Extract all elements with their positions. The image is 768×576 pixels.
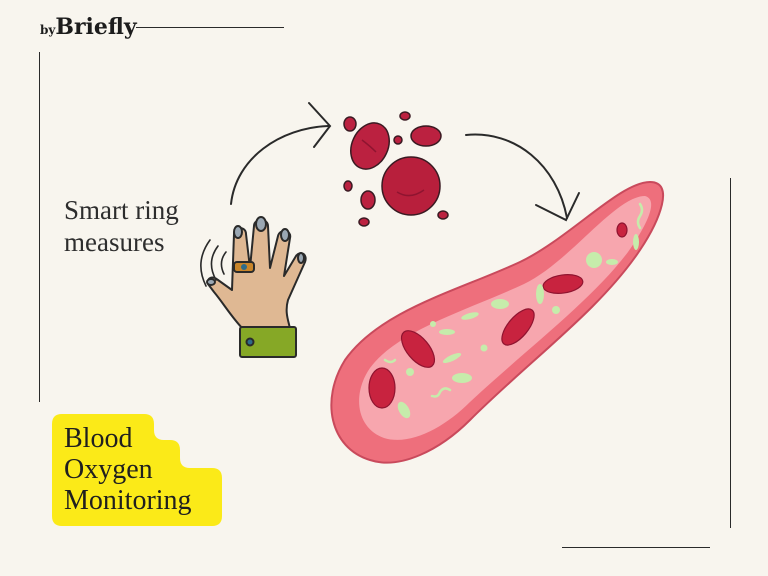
title-line-3: Monitoring (64, 485, 192, 516)
title-highlight (52, 414, 222, 526)
right-rule (730, 178, 731, 528)
blood-vessel-icon (330, 180, 665, 464)
curved-arrow-down-icon (465, 133, 580, 222)
left-rule (39, 52, 40, 402)
curved-arrow-icon (230, 102, 332, 205)
caption-line-1: Smart ring (64, 195, 179, 225)
page-title: Blood Oxygen Monitoring (64, 423, 192, 516)
top-rule (136, 27, 284, 28)
title-line-2: Oxygen (64, 454, 153, 485)
title-line-1: Blood (64, 423, 133, 454)
hand-with-ring-icon (206, 216, 307, 358)
brand-logo: byBriefly (40, 14, 137, 40)
brand-prefix: by (40, 23, 56, 37)
red-blood-cells-icon (343, 111, 449, 227)
brand-name: Briefly (55, 14, 137, 40)
signal-waves-icon (200, 239, 227, 287)
caption: Smart ring measures (64, 194, 179, 258)
caption-line-2: measures (64, 227, 165, 257)
bottom-rule (562, 547, 710, 548)
